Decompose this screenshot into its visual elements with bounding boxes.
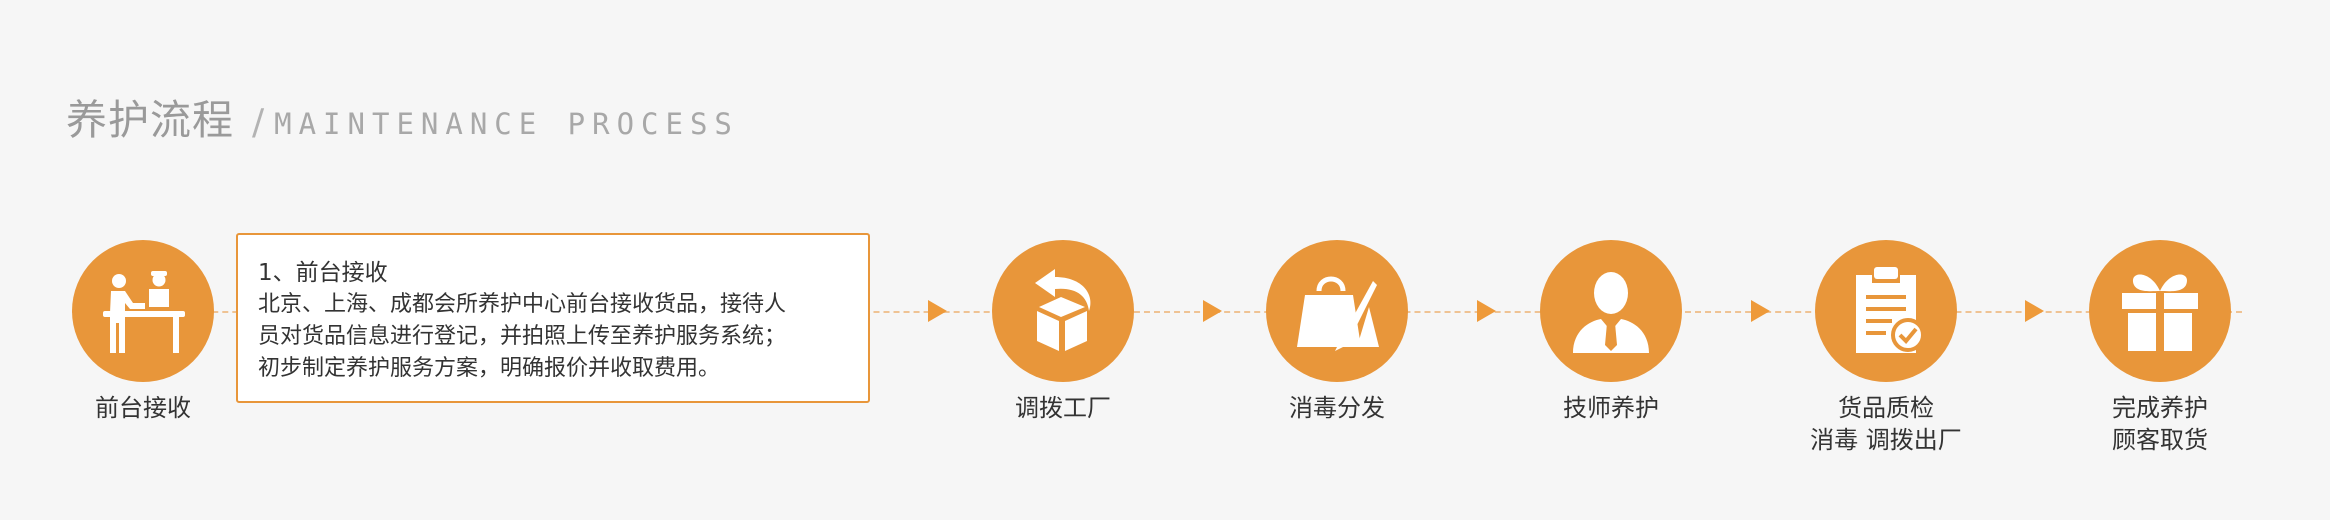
section-header: 养护流程 / MAINTENANCE PROCESS <box>66 86 739 146</box>
process-connector-line <box>72 311 2242 313</box>
step-icon-circle <box>992 240 1134 382</box>
step-label: 技师养护 <box>1563 394 1659 422</box>
page-subtitle: MAINTENANCE PROCESS <box>274 107 739 141</box>
gift-icon <box>2122 274 2198 351</box>
detail-line: 员对货品信息进行登记，并拍照上传至养护服务系统； <box>258 324 787 349</box>
clipboard-check-icon <box>1856 267 1925 353</box>
bag-brush-icon <box>1297 276 1379 351</box>
step-label: 完成养护 顾客取货 <box>2112 394 2208 454</box>
step-icon-circle <box>2089 240 2231 382</box>
arrow-right-icon <box>1203 300 1222 322</box>
technician-icon <box>1573 272 1649 353</box>
detail-line: 初步制定养护服务方案，明确报价并收取费用。 <box>258 356 721 381</box>
step-label: 调拨工厂 <box>1015 394 1111 422</box>
step-detail-card: 1、前台接收 北京、上海、成都会所养护中心前台接收货品，接待人 员对货品信息进行… <box>236 233 870 403</box>
arrow-right-icon <box>2025 300 2044 322</box>
step-label: 前台接收 <box>95 394 191 422</box>
reception-desk-icon <box>103 271 185 353</box>
step-icon-circle <box>1266 240 1408 382</box>
arrow-right-icon <box>928 300 947 322</box>
detail-line: 北京、上海、成都会所养护中心前台接收货品，接待人 <box>258 292 787 317</box>
box-return-icon <box>1035 269 1091 351</box>
title-separator: / <box>252 102 265 143</box>
page-title: 养护流程 <box>66 96 234 144</box>
step-icon-circle <box>72 240 214 382</box>
arrow-right-icon <box>1751 300 1770 322</box>
detail-title: 1、前台接收 <box>258 260 388 286</box>
step-label: 货品质检 消毒 调拨出厂 <box>1810 394 1962 454</box>
arrow-right-icon <box>1477 300 1496 322</box>
step-icon-circle <box>1815 240 1957 382</box>
step-label: 消毒分发 <box>1289 394 1385 422</box>
step-icon-circle <box>1540 240 1682 382</box>
